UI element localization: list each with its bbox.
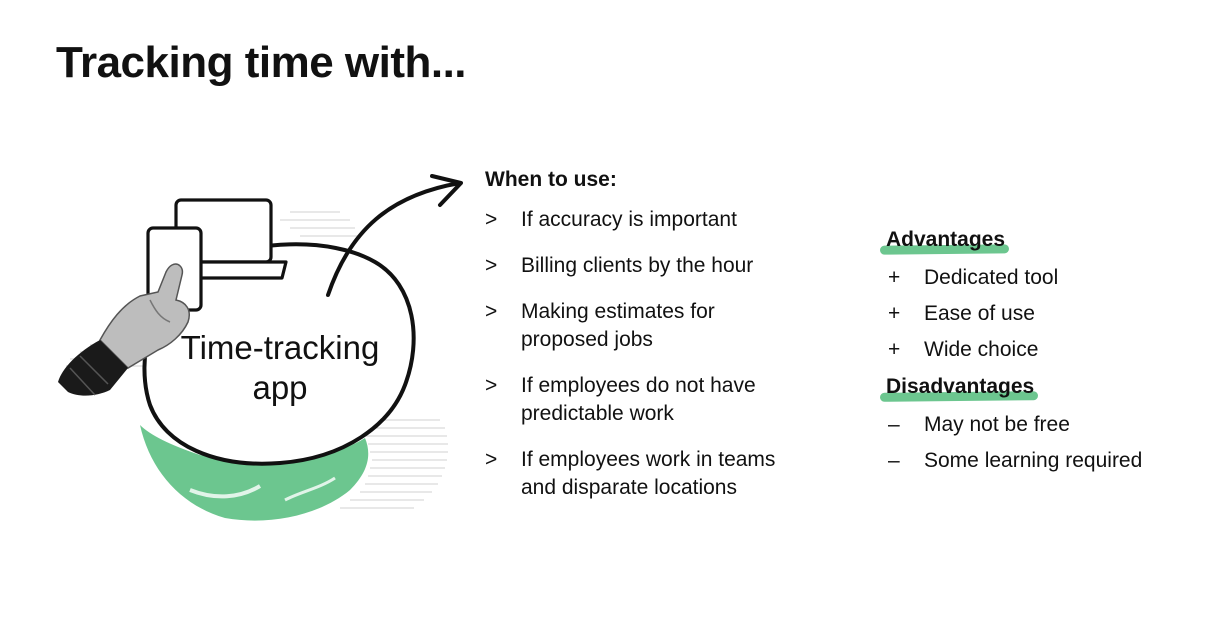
- list-item-line1: If accuracy is important: [521, 208, 737, 231]
- list-item: > If employees do not have predictable w…: [485, 372, 865, 428]
- app-label-line1: Time-tracking: [180, 329, 380, 366]
- pros-cons-section: Advantages + Dedicated tool + Ease of us…: [879, 228, 1206, 486]
- list-item: + Dedicated tool: [886, 264, 1206, 291]
- disadvantages-list: – May not be free – Some learning requir…: [886, 411, 1206, 474]
- plus-icon: +: [888, 266, 901, 289]
- when-to-use-section: When to use: > If accuracy is important …: [485, 168, 865, 520]
- list-item-text: Some learning required: [924, 449, 1143, 472]
- chevron-right-icon: >: [485, 208, 498, 231]
- list-item: – May not be free: [886, 411, 1206, 438]
- list-item-line2: predictable work: [521, 402, 674, 425]
- hand-icon: [58, 263, 190, 396]
- advantages-heading-text: Advantages: [886, 228, 1006, 251]
- list-item: > If accuracy is important: [485, 206, 865, 234]
- minus-icon: –: [888, 449, 900, 472]
- list-item: > Making estimates for proposed jobs: [485, 298, 865, 354]
- list-item: + Wide choice: [886, 336, 1206, 363]
- list-item-line1: Billing clients by the hour: [521, 254, 754, 277]
- disadvantages-heading: Disadvantages: [879, 375, 1039, 402]
- chevron-right-icon: >: [485, 374, 498, 397]
- minus-icon: –: [888, 413, 900, 436]
- disadvantages-heading-text: Disadvantages: [886, 375, 1035, 398]
- list-item-text: Wide choice: [924, 338, 1039, 361]
- list-item-line1: If employees work in teams: [521, 448, 776, 471]
- list-item-line1: Making estimates for: [521, 300, 715, 323]
- chevron-right-icon: >: [485, 300, 498, 323]
- list-item-line2: and disparate locations: [521, 476, 737, 499]
- arrow-icon: [326, 174, 463, 297]
- app-label: Time-tracking app: [160, 328, 400, 408]
- list-item-text: May not be free: [924, 413, 1070, 436]
- app-label-line2: app: [252, 369, 308, 406]
- list-item-line2: proposed jobs: [521, 328, 653, 351]
- slide-title: Tracking time with...: [56, 38, 467, 87]
- list-item-text: Dedicated tool: [924, 266, 1059, 289]
- list-item: – Some learning required: [886, 447, 1206, 474]
- list-item: + Ease of use: [886, 300, 1206, 327]
- list-item-line1: If employees do not have: [521, 374, 756, 397]
- when-to-use-list: > If accuracy is important > Billing cli…: [485, 206, 865, 502]
- when-to-use-heading: When to use:: [485, 168, 617, 191]
- plus-icon: +: [888, 302, 901, 325]
- list-item: > If employees work in teams and dispara…: [485, 446, 865, 502]
- app-ellipse: [142, 242, 416, 466]
- list-item-text: Ease of use: [924, 302, 1035, 325]
- plus-icon: +: [888, 338, 901, 361]
- list-item: > Billing clients by the hour: [485, 252, 865, 280]
- chevron-right-icon: >: [485, 448, 498, 471]
- chevron-right-icon: >: [485, 254, 498, 277]
- green-blob: [140, 425, 369, 521]
- advantages-heading: Advantages: [879, 228, 1010, 255]
- advantages-list: + Dedicated tool + Ease of use + Wide ch…: [886, 264, 1206, 363]
